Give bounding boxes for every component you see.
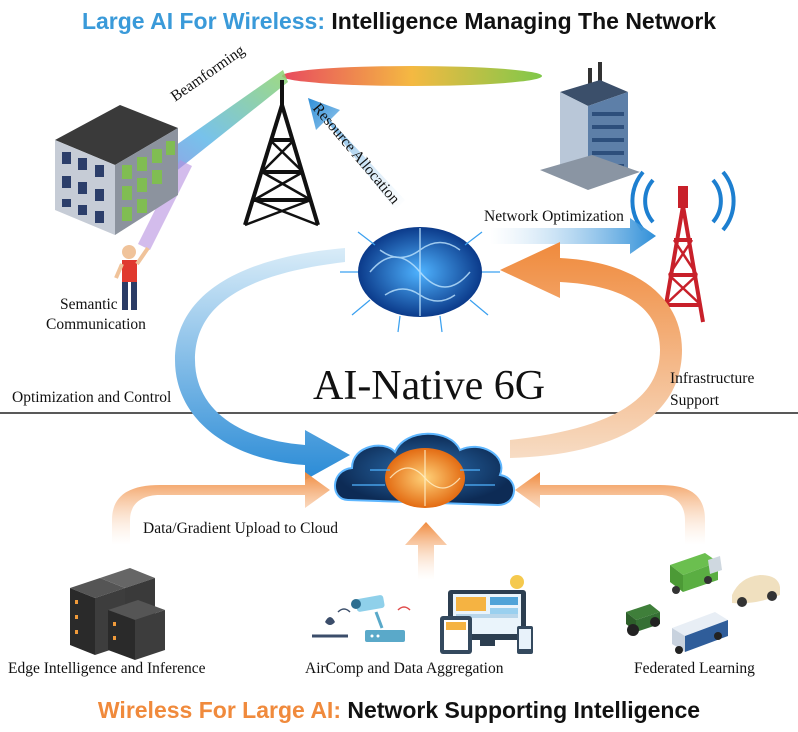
- top-title-rest: Intelligence Managing The Network: [331, 8, 717, 34]
- semantic-label-line1: Semantic: [60, 296, 118, 313]
- aircomp-label: AirComp and Data Aggregation: [305, 660, 504, 677]
- camera-router-icon: [312, 595, 411, 642]
- beam-ellipse: [282, 66, 542, 86]
- bottom-title: Wireless For Large AI: Network Supportin…: [0, 697, 798, 724]
- cloud-brain-icon: [334, 432, 515, 508]
- person-beam: [138, 160, 192, 250]
- aircomp-upload-arrow: [405, 522, 447, 580]
- optimization-control-arrow: [175, 248, 350, 480]
- server-icon: [70, 568, 165, 660]
- semantic-label-line2: Communication: [46, 316, 146, 333]
- network-optimization-label: Network Optimization: [484, 208, 624, 225]
- vehicles-icon: [626, 553, 780, 654]
- upload-label: Data/Gradient Upload to Cloud: [143, 520, 338, 537]
- skyscraper-icon: [540, 62, 640, 190]
- devices-icon: [440, 575, 533, 654]
- bottom-title-highlight: Wireless For Large AI:: [97, 697, 341, 723]
- federated-upload-arrow: [515, 472, 705, 545]
- edge-upload-arrow: [112, 472, 330, 545]
- resource-allocation-arrow: [308, 98, 405, 210]
- optimization-control-label: Optimization and Control: [12, 389, 172, 406]
- infrastructure-label-line2: Support: [670, 392, 720, 409]
- bottom-title-rest: Network Supporting Intelligence: [347, 697, 701, 723]
- person-icon: [114, 245, 150, 310]
- tower-icon: [243, 80, 320, 227]
- brain-icon: [340, 227, 500, 333]
- network-optimization-arrow: [490, 218, 656, 254]
- building-icon: [55, 105, 178, 235]
- center-title: AI-Native 6G: [313, 363, 546, 409]
- infrastructure-label-line1: Infrastructure: [670, 370, 755, 387]
- top-title: Large AI For Wireless: Intelligence Mana…: [0, 8, 798, 35]
- infrastructure-support-arrow: [500, 242, 682, 458]
- top-title-highlight: Large AI For Wireless:: [81, 8, 325, 34]
- federated-label: Federated Learning: [634, 660, 755, 677]
- edge-label: Edge Intelligence and Inference: [8, 660, 206, 677]
